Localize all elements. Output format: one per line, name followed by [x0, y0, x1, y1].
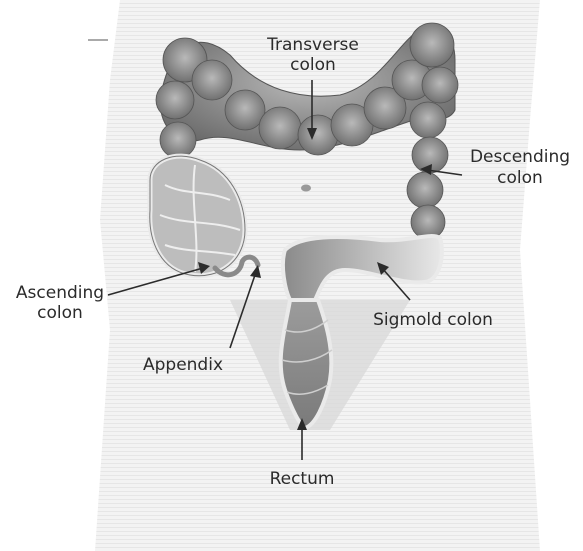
label-transverse-line2: colon [290, 55, 336, 75]
label-sigmoid: Sigmold colon [373, 310, 493, 330]
label-descending-line2: colon [497, 168, 543, 188]
label-transverse-line1: Transverse [266, 35, 359, 55]
label-ascending-line1: Ascending [16, 283, 104, 303]
navel [301, 185, 311, 192]
label-descending-line1: Descending [470, 147, 570, 167]
label-ascending-line2: colon [37, 303, 83, 323]
label-rectum: Rectum [270, 469, 335, 489]
label-appendix: Appendix [143, 355, 223, 375]
